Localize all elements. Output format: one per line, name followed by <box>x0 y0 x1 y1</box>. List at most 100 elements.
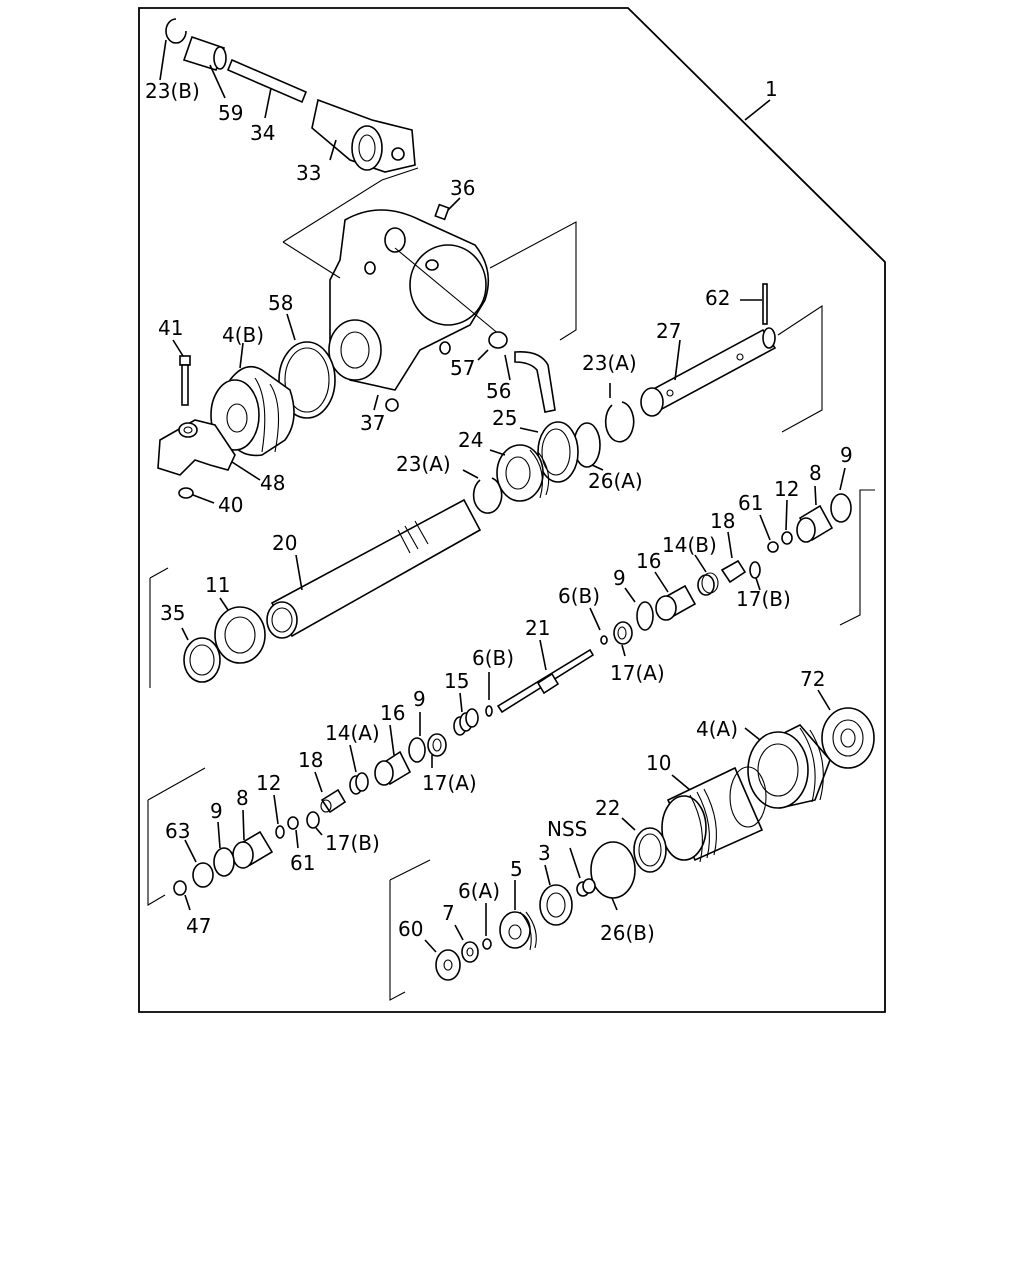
label-58: 58 <box>268 291 293 315</box>
part-12-ring-right <box>781 499 793 545</box>
label-22: 22 <box>595 796 620 820</box>
label-18-right: 18 <box>710 509 735 533</box>
label-14b: 14(B) <box>662 533 717 557</box>
label-36: 36 <box>450 176 475 200</box>
label-33: 33 <box>296 161 321 185</box>
label-6a: 6(A) <box>458 879 500 903</box>
part-23a-snap-ring-top <box>604 383 635 443</box>
label-40: 40 <box>218 493 243 517</box>
part-20-tube <box>266 498 482 639</box>
label-1: 1 <box>765 77 778 101</box>
label-6b-right: 6(B) <box>558 584 600 608</box>
label-nss: NSS <box>547 817 587 841</box>
callout-labels: 1 23(B) 59 34 33 36 58 41 4(B) 62 27 57 … <box>145 77 853 945</box>
part-47-plug <box>147 767 206 911</box>
part-56-hose <box>504 350 556 413</box>
diagram-frame <box>138 7 886 1013</box>
label-15: 15 <box>444 669 469 693</box>
label-16-center: 16 <box>380 701 405 725</box>
label-26a: 26(A) <box>588 469 643 493</box>
part-41-bolt <box>172 339 191 406</box>
part-23b-snap-ring <box>159 18 187 81</box>
label-20: 20 <box>272 531 297 555</box>
label-27: 27 <box>656 319 681 343</box>
part-23a-snap-ring-mid <box>462 469 503 514</box>
part-59-bushing <box>182 35 227 99</box>
part-4b-pulley <box>210 342 295 457</box>
part-8-sleeve-left <box>232 809 274 869</box>
part-10-cylinder <box>661 766 767 863</box>
label-57: 57 <box>450 356 475 380</box>
label-21: 21 <box>525 616 550 640</box>
part-61-washer-right <box>759 514 779 553</box>
label-47: 47 <box>186 914 211 938</box>
label-17b-left: 17(B) <box>325 831 380 855</box>
label-25: 25 <box>492 406 517 430</box>
label-3: 3 <box>538 841 551 865</box>
part-34-pin <box>226 58 308 119</box>
part-17a-collar-center <box>427 733 447 768</box>
part-5-pulley <box>499 880 537 951</box>
part-14b-spring <box>694 554 719 596</box>
label-9-mid: 9 <box>613 566 626 590</box>
part-16-piston-center <box>374 724 412 786</box>
label-41: 41 <box>158 316 183 340</box>
part-18-fitting-right <box>720 531 747 584</box>
part-nss <box>569 847 596 897</box>
part-63-ring <box>184 839 214 888</box>
label-8-right: 8 <box>809 461 822 485</box>
part-15-spring <box>453 692 479 736</box>
part-9-ring-center <box>408 712 426 763</box>
label-14a: 14(A) <box>325 721 380 745</box>
part-21-rod <box>496 639 595 714</box>
part-17a-collar-right <box>613 621 633 657</box>
part-4a-pulley <box>744 724 831 809</box>
label-12-left: 12 <box>256 771 281 795</box>
part-57-clamp <box>477 331 508 361</box>
part-17b-ring-left <box>306 811 323 836</box>
label-4a: 4(A) <box>696 717 738 741</box>
part-48-yoke <box>157 419 261 481</box>
part-33-lever <box>282 98 419 243</box>
part-16-piston-right <box>654 489 875 626</box>
part-6b-ring-right <box>589 607 608 645</box>
label-8-left: 8 <box>236 786 249 810</box>
label-9-left: 9 <box>210 799 223 823</box>
label-72: 72 <box>800 667 825 691</box>
label-37: 37 <box>360 411 385 435</box>
part-18-fitting-left <box>314 771 347 814</box>
part-14a-spring <box>349 744 369 795</box>
part-8-sleeve-right <box>796 485 834 543</box>
part-9-ring-mid <box>624 587 654 631</box>
part-62-pin <box>740 283 768 325</box>
part-12-ring-left <box>273 794 285 839</box>
part-11-washer <box>214 597 266 664</box>
label-48: 48 <box>260 471 285 495</box>
part-24-pulley <box>489 444 550 502</box>
label-10: 10 <box>646 751 671 775</box>
part-9-ring-right <box>830 467 852 523</box>
part-40-washer <box>178 487 215 504</box>
label-12-right: 12 <box>774 477 799 501</box>
label-6b-mid: 6(B) <box>472 646 514 670</box>
part-22-seal <box>621 817 667 873</box>
label-17a-center: 17(A) <box>422 771 477 795</box>
label-61-left: 61 <box>290 851 315 875</box>
leader-1 <box>744 99 771 121</box>
label-17b-right: 17(B) <box>736 587 791 611</box>
part-9-ring-left <box>213 821 235 877</box>
label-23a-top: 23(A) <box>582 351 637 375</box>
label-4b: 4(B) <box>222 323 264 347</box>
part-72-bearing <box>817 689 875 769</box>
part-35-seal <box>149 567 221 688</box>
label-23b: 23(B) <box>145 79 200 103</box>
label-61-right: 61 <box>738 491 763 515</box>
part-26b-o-ring <box>590 841 636 911</box>
label-26b: 26(B) <box>600 921 655 945</box>
label-23a-mid: 23(A) <box>396 452 451 476</box>
label-24: 24 <box>458 428 483 452</box>
label-11: 11 <box>205 573 230 597</box>
part-6a-ring <box>482 903 492 950</box>
part-61-washer-left <box>287 816 299 849</box>
